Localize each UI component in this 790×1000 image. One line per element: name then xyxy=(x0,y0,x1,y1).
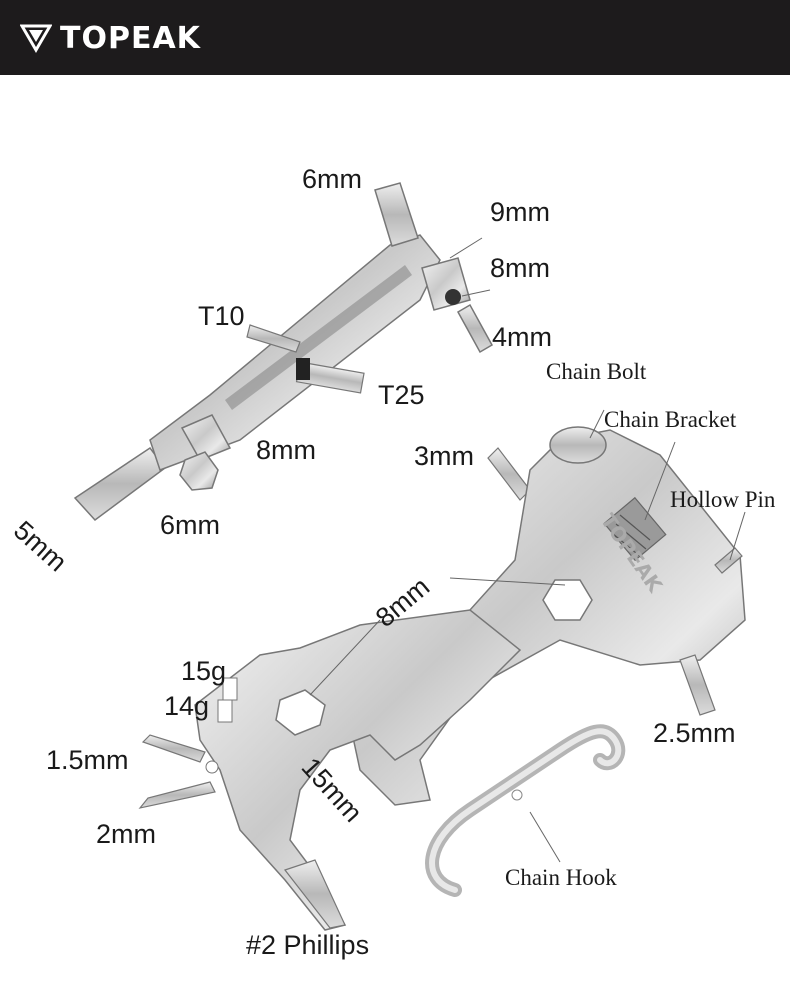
chain-hook-part xyxy=(425,724,626,897)
label-chain-bolt: Chain Bolt xyxy=(546,359,647,384)
label-hex-6mm-bottom: 6mm xyxy=(160,510,220,540)
product-illustration: TOPEAK xyxy=(0,75,790,1000)
label-torx-t25: T25 xyxy=(378,380,425,410)
label-hex-6mm-top: 6mm xyxy=(302,164,362,194)
topeak-triangle-logo-icon xyxy=(20,24,52,53)
brand-name: TOPEAK xyxy=(60,20,201,56)
label-torx-t10: T10 xyxy=(198,301,245,331)
label-hollow-pin: Hollow Pin xyxy=(670,487,776,512)
label-chain-bracket: Chain Bracket xyxy=(604,407,737,432)
label-hex-2mm: 2mm xyxy=(96,819,156,849)
spoke-wrench-plate xyxy=(138,609,522,931)
label-hex-8mm-right: 8mm xyxy=(490,253,550,283)
label-hex-4mm: 4mm xyxy=(492,322,552,352)
label-chain-hook: Chain Hook xyxy=(505,865,617,890)
label-hex-8mm-mid: 8mm xyxy=(256,435,316,465)
label-hex-3mm: 3mm xyxy=(414,441,474,471)
label-hex-9mm: 9mm xyxy=(490,197,550,227)
label-hex-2-5mm: 2.5mm xyxy=(653,718,736,748)
label-hex-1-5mm: 1.5mm xyxy=(46,745,129,775)
label-spoke-15g: 15g xyxy=(181,656,227,686)
brand-logo: TOPEAK xyxy=(20,18,201,58)
brand-header: TOPEAK xyxy=(0,0,790,75)
label-spoke-14g: 14g xyxy=(164,691,210,721)
upper-folding-tool xyxy=(73,182,494,522)
multi-tool-drawing: TOPEAK xyxy=(73,182,746,931)
leader-lines xyxy=(309,237,746,863)
label-phillips-2: #2 Phillips xyxy=(246,930,370,960)
